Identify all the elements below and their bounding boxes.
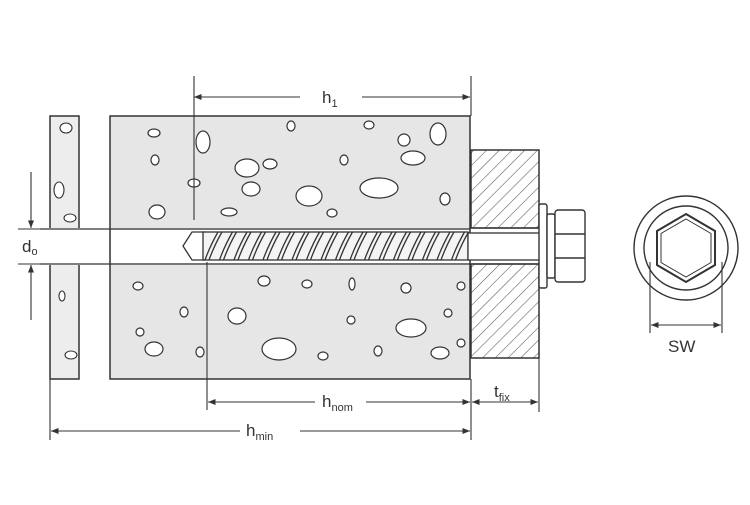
- thread-line: [262, 231, 277, 261]
- thread-line: [396, 231, 412, 261]
- thread-line: [291, 231, 306, 261]
- label-d0: do: [22, 237, 38, 258]
- thread-line: [208, 231, 223, 261]
- thread-line: [392, 231, 408, 261]
- thread-line: [320, 231, 335, 261]
- thread-line: [276, 231, 292, 261]
- screw-anchor: [202, 231, 470, 261]
- thread-line: [363, 231, 379, 261]
- dimension-hmin: [49, 379, 470, 440]
- thread-line: [440, 231, 455, 261]
- label-tfix: tfix: [494, 382, 510, 404]
- label-hmin: hmin: [246, 421, 273, 443]
- thread-line: [411, 231, 426, 261]
- thread-line: [233, 231, 248, 261]
- thread-line: [450, 231, 466, 261]
- dimension-d0: [18, 172, 48, 320]
- thread-line: [266, 231, 281, 261]
- hex-head: [538, 203, 586, 289]
- thread-line: [382, 231, 397, 261]
- left-slab: [48, 115, 81, 380]
- label-hnom: hnom: [322, 392, 353, 414]
- thread-line: [222, 231, 238, 261]
- thread-line: [407, 231, 422, 261]
- thread-line: [295, 231, 310, 261]
- hex-end-view: [633, 195, 739, 301]
- thread-line: [349, 231, 364, 261]
- thread-line: [454, 231, 470, 261]
- thread-line: [309, 231, 325, 261]
- thread-line: [436, 231, 451, 261]
- fixture-plate: [470, 149, 540, 359]
- thread-line: [280, 231, 296, 261]
- label-sw: SW: [668, 337, 695, 356]
- dimension-hnom: [206, 262, 472, 440]
- thread-line: [218, 231, 234, 261]
- thread-line: [334, 231, 350, 261]
- thread-line: [421, 231, 437, 261]
- thread-line: [251, 231, 267, 261]
- dimension-tfix: [472, 358, 540, 412]
- dimension-h1: [193, 76, 472, 220]
- drill-hole: [182, 231, 205, 261]
- thread-line: [353, 231, 368, 261]
- dimension-sw: [649, 262, 723, 333]
- thread-line: [305, 231, 321, 261]
- thread-line: [425, 231, 441, 261]
- anchor-shank: [467, 232, 541, 261]
- thread-line: [338, 231, 354, 261]
- thread-line: [378, 231, 393, 261]
- thread-line: [324, 231, 339, 261]
- thread-line: [247, 231, 263, 261]
- thread-line: [367, 231, 383, 261]
- thread-line: [237, 231, 252, 261]
- label-h1: h1: [322, 88, 338, 110]
- thread-line: [204, 231, 219, 261]
